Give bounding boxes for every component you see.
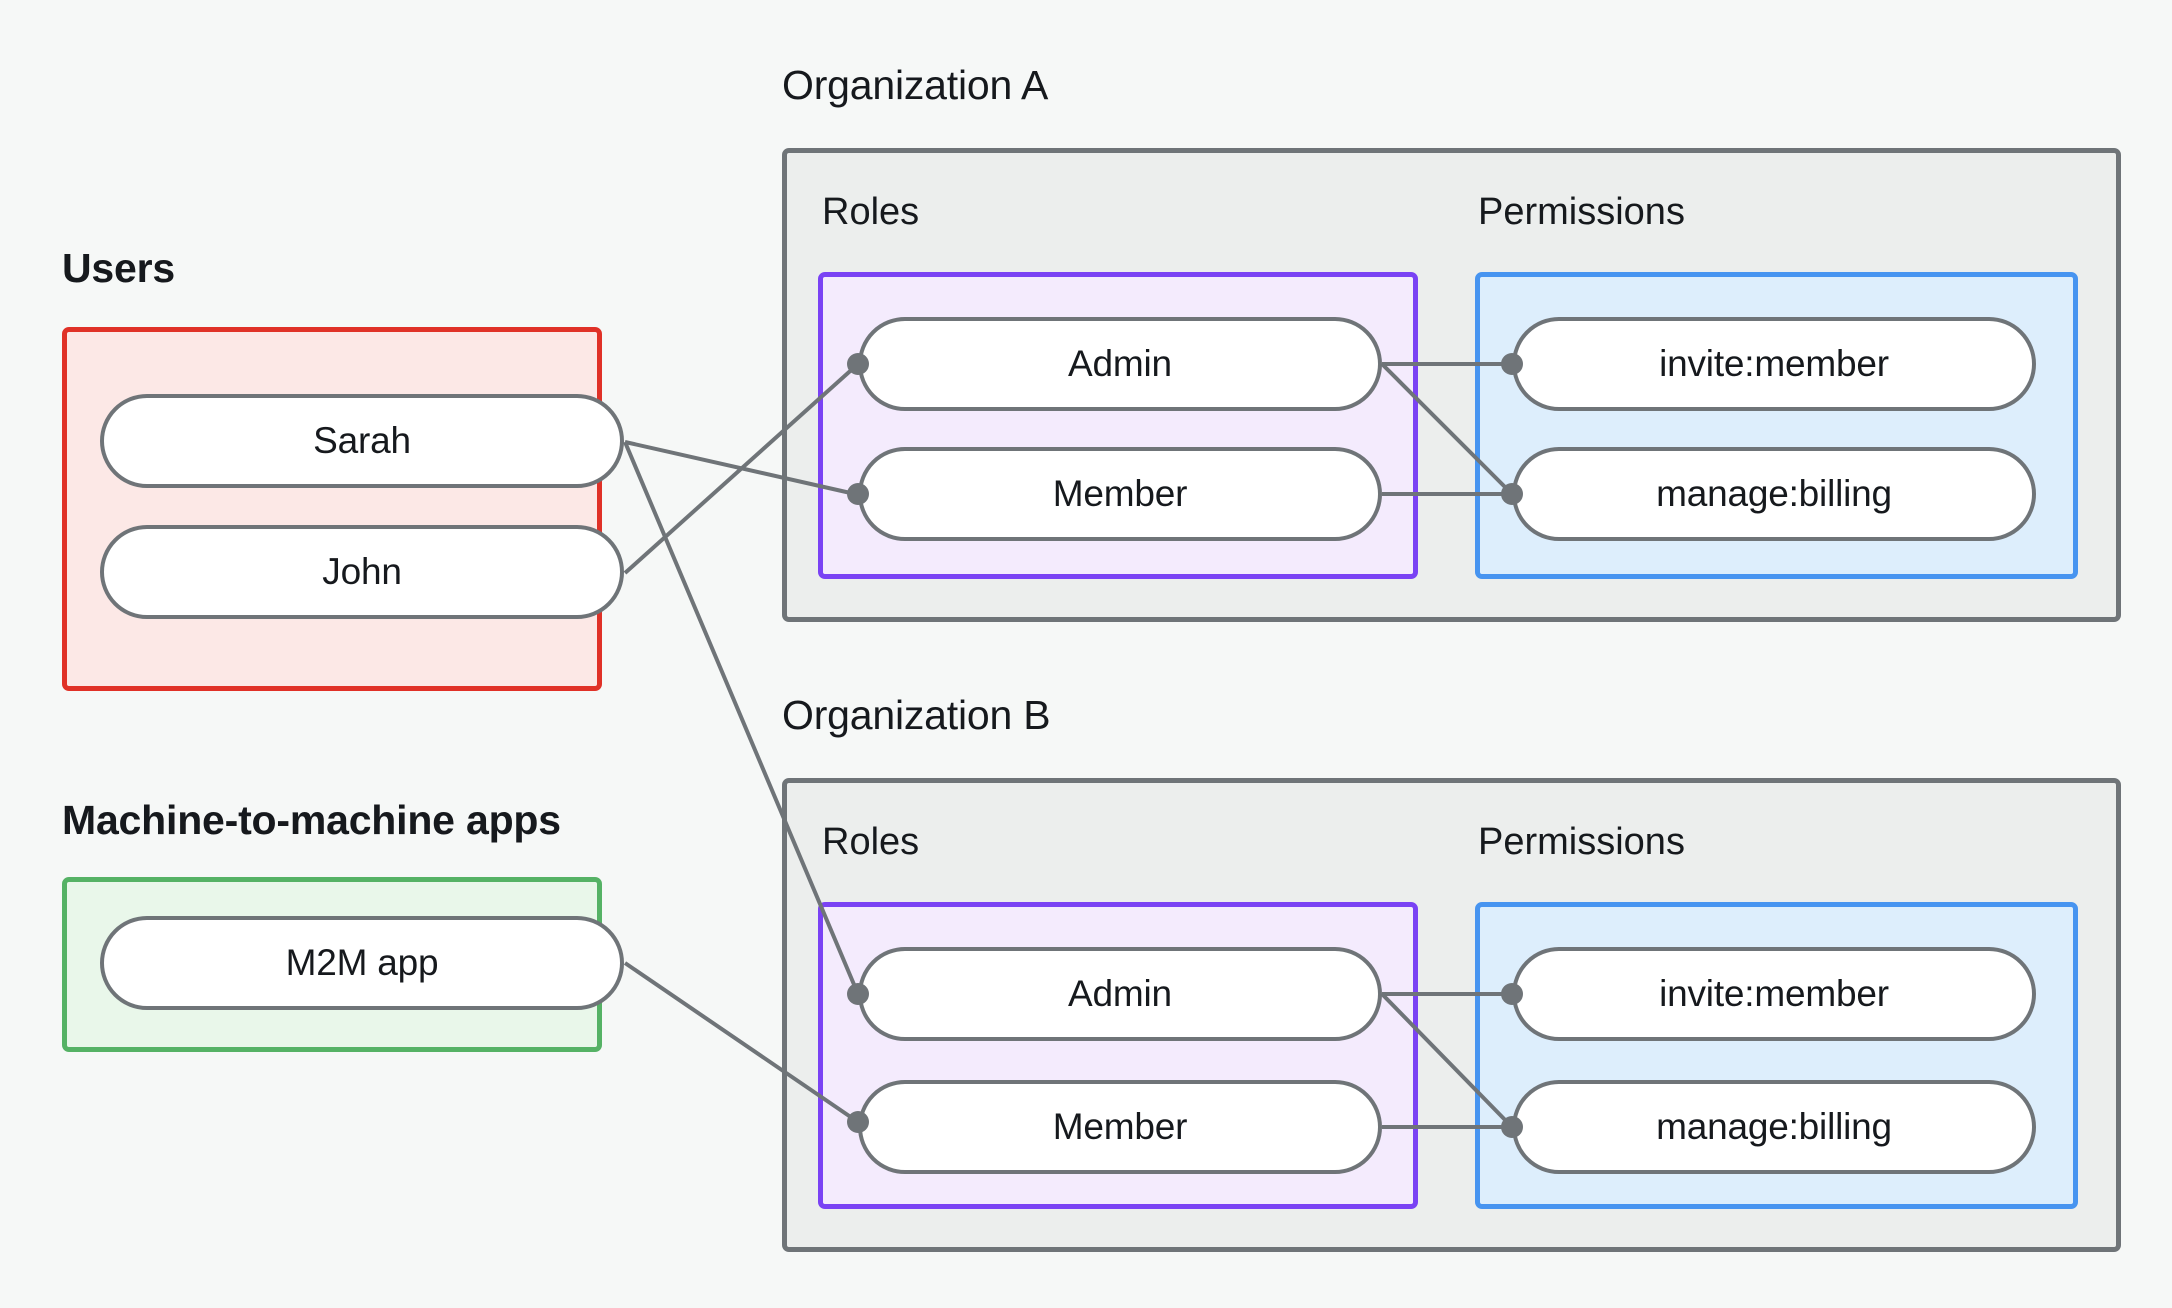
m2m-node-app[interactable]: M2M app (100, 916, 624, 1010)
permission-node-label: invite:member (1659, 343, 1889, 384)
permission-node-label: manage:billing (1656, 1106, 1892, 1147)
users-group-box (62, 327, 602, 691)
role-node-label: Admin (1068, 343, 1172, 384)
role-node-org-a-member[interactable]: Member (858, 447, 1382, 541)
organization-a-title: Organization A (782, 62, 1049, 108)
users-group-title: Users (62, 245, 175, 291)
permission-node-org-a-invite[interactable]: invite:member (1512, 317, 2036, 411)
role-node-org-a-admin[interactable]: Admin (858, 317, 1382, 411)
user-node-label: John (322, 551, 402, 592)
role-node-org-b-member[interactable]: Member (858, 1080, 1382, 1174)
m2m-group-title: Machine-to-machine apps (62, 797, 561, 843)
permission-node-label: manage:billing (1656, 473, 1892, 514)
role-node-org-b-admin[interactable]: Admin (858, 947, 1382, 1041)
user-node-sarah[interactable]: Sarah (100, 394, 624, 488)
organization-b-permissions-title: Permissions (1478, 821, 1685, 863)
organization-a-permissions-title: Permissions (1478, 191, 1685, 233)
user-node-label: Sarah (313, 420, 411, 461)
permission-node-org-a-billing[interactable]: manage:billing (1512, 447, 2036, 541)
permission-node-label: invite:member (1659, 973, 1889, 1014)
role-node-label: Member (1052, 1106, 1188, 1147)
organization-b-roles-title: Roles (822, 821, 920, 863)
permission-node-org-b-invite[interactable]: invite:member (1512, 947, 2036, 1041)
organization-a-roles-title: Roles (822, 191, 920, 233)
m2m-node-label: M2M app (285, 942, 439, 983)
role-node-label: Admin (1068, 973, 1172, 1014)
permission-node-org-b-billing[interactable]: manage:billing (1512, 1080, 2036, 1174)
user-node-john[interactable]: John (100, 525, 624, 619)
organization-b-title: Organization B (782, 692, 1051, 738)
role-node-label: Member (1052, 473, 1188, 514)
